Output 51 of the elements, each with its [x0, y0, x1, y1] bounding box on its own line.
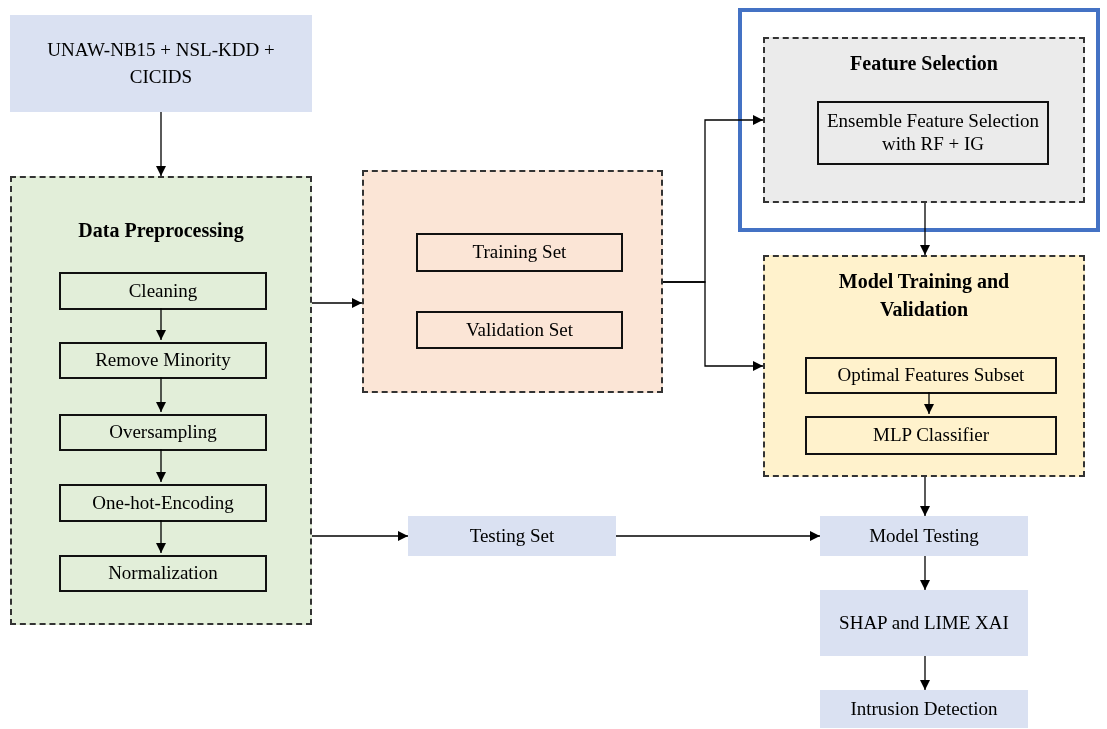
arrow [156, 111, 166, 177]
arrow [156, 519, 166, 554]
group-heading: Feature Selection [849, 51, 999, 76]
step-box [59, 555, 267, 592]
process-box [10, 15, 312, 112]
step-box [59, 484, 267, 522]
node-label: Oversampling [108, 421, 218, 444]
node-label: One-hot-Encoding [91, 491, 235, 515]
node-label: Model Testing [868, 523, 980, 548]
node-label: Testing Set [468, 523, 556, 548]
arrow [920, 202, 930, 256]
node-label: Ensemble Feature Selection with RF + IG [825, 110, 1041, 156]
node-label: MLP Classifier [872, 424, 990, 447]
arrow [920, 476, 930, 517]
arrow [156, 376, 166, 413]
group-heading: Model Training and Validation [837, 269, 1011, 322]
step-box [59, 414, 267, 451]
node-label: Optimal Features Subset [836, 364, 1026, 387]
step-box [817, 101, 1049, 165]
arrow [920, 655, 930, 691]
step-box [805, 357, 1057, 394]
process-box [820, 516, 1028, 556]
node-label: Validation Set [464, 318, 575, 342]
node-label: Cleaning [127, 279, 199, 303]
node-label: UNAW-NB15 + NSL-KDD + CICIDS [46, 37, 276, 89]
process-box [820, 690, 1028, 728]
group-heading: Data Preprocessing [77, 218, 245, 244]
arrow [662, 281, 764, 371]
step-box [416, 233, 623, 272]
group-box [763, 37, 1085, 203]
process-box [820, 590, 1028, 656]
arrow [156, 307, 166, 341]
process-box [408, 516, 616, 556]
group-box [362, 170, 663, 393]
arrow [156, 448, 166, 483]
arrow [920, 555, 930, 591]
step-box [59, 342, 267, 379]
node-label: Normalization [107, 562, 219, 585]
step-box [59, 272, 267, 310]
node-label: Intrusion Detection [849, 696, 999, 721]
node-label: Training Set [471, 241, 568, 264]
arrow [924, 391, 934, 415]
group-box [10, 176, 312, 625]
step-box [805, 416, 1057, 455]
arrow [311, 531, 409, 541]
node-label: SHAP and LIME XAI [838, 610, 1010, 635]
step-box [416, 311, 623, 349]
group-box [763, 255, 1085, 477]
node-label: Remove Minority [94, 349, 232, 372]
arrow [615, 531, 821, 541]
arrow [311, 298, 363, 308]
